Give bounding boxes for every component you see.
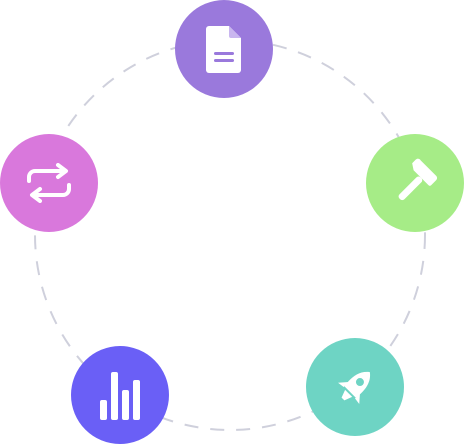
document-node[interactable]: [175, 0, 273, 98]
repeat-node[interactable]: [0, 134, 98, 232]
bar-chart-icon: [100, 372, 140, 420]
bar-chart-node[interactable]: [71, 346, 169, 444]
document-icon: [206, 26, 241, 73]
rocket-node[interactable]: [306, 338, 404, 436]
hammer-node[interactable]: [366, 134, 464, 232]
rocket-icon: [338, 371, 371, 404]
repeat-icon: [27, 163, 71, 203]
hammer-icon: [398, 158, 438, 201]
